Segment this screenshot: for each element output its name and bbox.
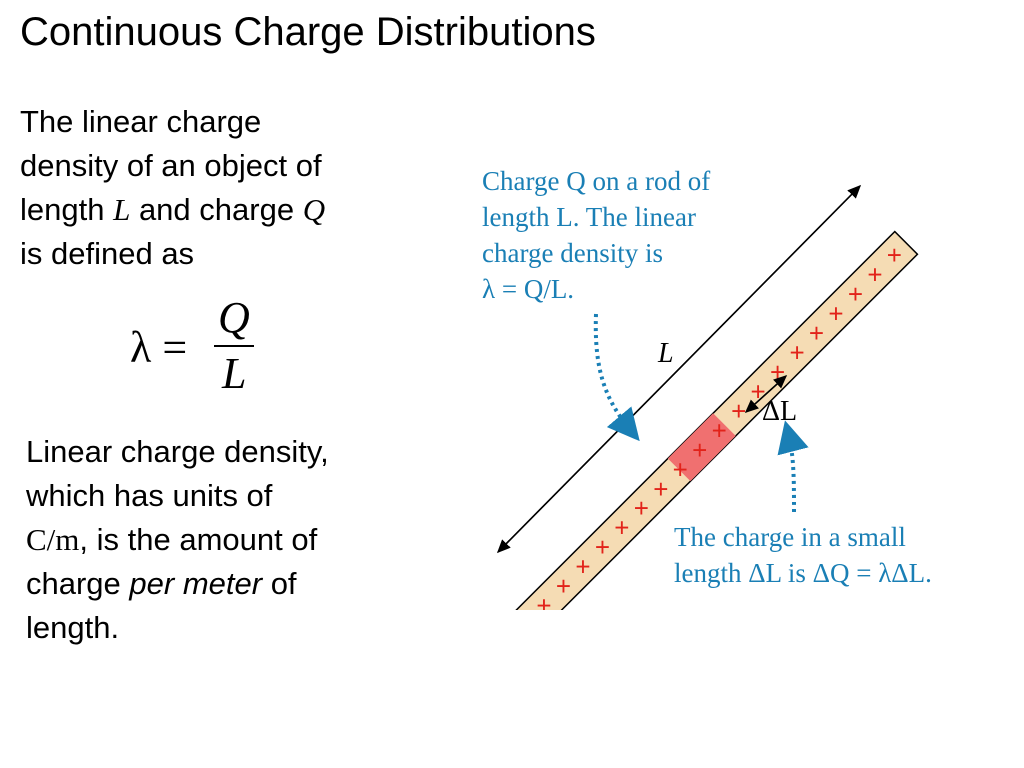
symbol-Q: Q <box>302 192 326 227</box>
caption-bottom: The charge in a small length ΔL is ΔQ = … <box>674 522 932 588</box>
caption-top-line-2: length L. The linear <box>482 202 696 232</box>
plus-charge: + <box>731 396 746 426</box>
plus-charge: + <box>673 454 688 484</box>
charged-rod-diagram: Charge Q on a rod of length L. The linea… <box>482 166 932 610</box>
plus-charge: + <box>770 357 785 387</box>
delta-l-arrow-down <box>744 375 787 414</box>
definition-line-3-b: and charge <box>130 192 303 227</box>
caption-bottom-line-1: The charge in a small <box>674 522 906 552</box>
slide-title: Continuous Charge Distributions <box>20 10 596 54</box>
length-label: L <box>657 338 674 369</box>
definition-line-3: length L and charge Q <box>20 188 440 232</box>
plus-charge: + <box>556 571 571 601</box>
segment-label: ΔL <box>762 396 797 427</box>
plus-charge: + <box>828 299 843 329</box>
plus-charge: + <box>848 279 863 309</box>
plus-charge: + <box>789 338 804 368</box>
rod-segment-highlight <box>667 413 736 482</box>
plus-charge: + <box>653 474 668 504</box>
lambda-formula: λ = Q L <box>130 292 270 402</box>
segment-label-text: ΔL <box>762 396 797 427</box>
units-line-3-rest: , is the amount of <box>79 522 318 557</box>
plus-charge: + <box>809 318 824 348</box>
formula-denominator: L <box>222 349 247 398</box>
plus-charge: + <box>751 376 766 406</box>
plus-charge: + <box>536 591 551 610</box>
pointer-to-segment <box>777 420 809 513</box>
plus-charges: ++++++++++++++++++++ <box>536 240 902 610</box>
definition-line-4: is defined as <box>20 236 195 271</box>
units-per-meter: per meter <box>129 566 263 601</box>
definition-line-1: The linear charge <box>20 104 262 139</box>
units-line-5: length. <box>26 610 120 645</box>
plus-charge: + <box>692 435 707 465</box>
length-arrow-down <box>496 185 861 554</box>
plus-charge: + <box>575 552 590 582</box>
units-line-4-a: charge <box>26 566 130 601</box>
caption-bottom-line-2: length ΔL is ΔQ = λΔL. <box>674 558 932 588</box>
units-paragraph: Linear charge density, which has units o… <box>26 430 446 650</box>
plus-charge: + <box>887 240 902 270</box>
definition-line-2: density of an object of <box>20 148 322 183</box>
plus-charge: + <box>712 415 727 445</box>
units-line-4: charge per meter of <box>26 562 446 606</box>
units-line-4-b: of <box>262 566 297 601</box>
rod-group: ++++++++++++++++++++ <box>493 230 919 610</box>
definition-line-3-a: length <box>20 192 114 227</box>
definition-paragraph: The linear charge density of an object o… <box>20 100 440 276</box>
caption-top-line-4: λ = Q/L. <box>482 274 574 304</box>
fraction-bar <box>214 345 254 347</box>
plus-charge: + <box>614 513 629 543</box>
formula-numerator: Q <box>218 293 250 342</box>
caption-top-line-3: charge density is <box>482 238 663 268</box>
caption-top-line-1: Charge Q on a rod of <box>482 166 710 196</box>
plus-charge: + <box>634 493 649 523</box>
units-line-2: which has units of <box>26 478 273 513</box>
plus-charge: + <box>867 260 882 290</box>
plus-charge: + <box>595 532 610 562</box>
formula-lhs: λ = <box>130 323 188 372</box>
units-line-3: C/m, is the amount of <box>26 518 446 562</box>
pointer-to-rod <box>593 313 640 442</box>
unit-cm: C/m <box>26 522 80 557</box>
symbol-L: L <box>113 192 131 227</box>
caption-top: Charge Q on a rod of length L. The linea… <box>482 166 717 304</box>
units-line-1: Linear charge density, <box>26 434 329 469</box>
